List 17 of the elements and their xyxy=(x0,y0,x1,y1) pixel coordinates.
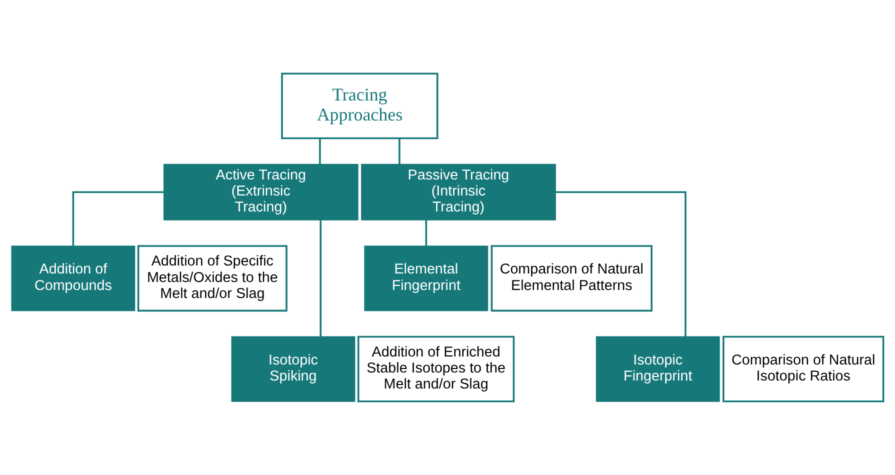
connector xyxy=(72,191,164,246)
node-box: Comparison of Natural Elemental Patterns xyxy=(490,245,652,312)
node-box: Elemental Fingerprint xyxy=(364,246,488,312)
node-box: Addition of Compounds xyxy=(11,246,136,312)
node-box: Passive Tracing (Intrinsic Tracing) xyxy=(361,164,556,220)
node-box: Isotopic Fingerprint xyxy=(596,336,720,402)
node-box: Active Tracing (Extrinsic Tracing) xyxy=(163,164,358,220)
node-box: Tracing Approaches xyxy=(281,72,438,140)
node-box: Comparison of Natural Isotopic Ratios xyxy=(722,336,884,402)
node-box: Addition of Enriched Stable Isotopes to the Melt and/or Slag xyxy=(357,336,515,402)
connector xyxy=(556,191,686,337)
connector xyxy=(319,138,321,164)
connector xyxy=(425,220,428,246)
node-box: Addition of Specific Metals/Oxides to the Melt and/or Slag xyxy=(137,245,288,312)
connector xyxy=(398,138,400,164)
node-box: Isotopic Spiking xyxy=(231,336,356,402)
connector xyxy=(320,220,322,337)
